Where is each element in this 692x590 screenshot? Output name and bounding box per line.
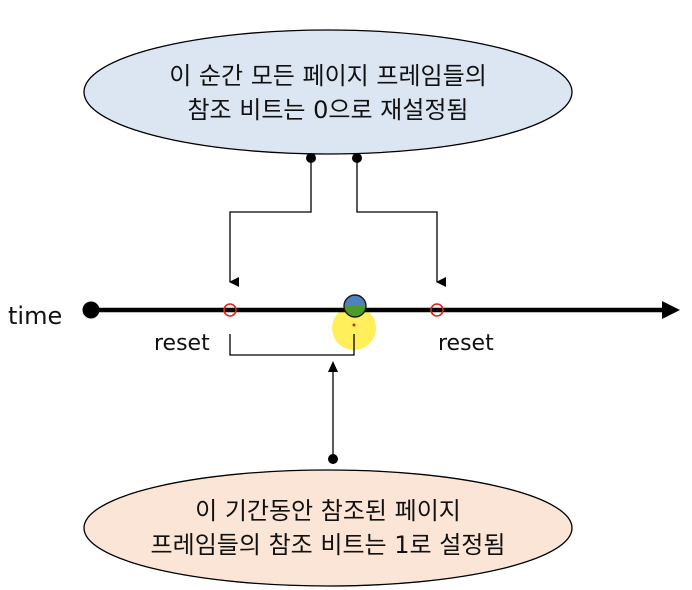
top-note-bubble	[83, 29, 573, 155]
top-note-line2: 참조 비트는 0으로 재설정됨	[187, 96, 469, 124]
bottom-connector-dot	[328, 454, 338, 464]
current-time-marker	[343, 294, 367, 318]
timeline-start-dot	[82, 301, 100, 319]
bottom-connector-arrowhead	[328, 361, 338, 372]
top-connectors	[229, 158, 446, 287]
reset-marker-left	[223, 303, 237, 317]
top-note-line1: 이 순간 모든 페이지 프레임들의	[169, 62, 487, 90]
bottom-note-line1: 이 기간동안 참조된 페이지	[195, 497, 461, 525]
connector-right	[356, 158, 446, 287]
connector-left-dot	[306, 153, 316, 163]
connector-left	[229, 158, 312, 287]
reset-label-left: reset	[154, 331, 210, 356]
interval-bracket	[229, 334, 355, 356]
bottom-note-line2: 프레임들의 참조 비트는 1로 설정됨	[150, 531, 506, 559]
highlight-center-dot	[352, 323, 356, 327]
current-time-highlight	[332, 306, 376, 350]
connector-right-dot	[352, 153, 362, 163]
bottom-note-text: 이 기간동안 참조된 페이지 프레임들의 참조 비트는 1로 설정됨	[108, 494, 548, 562]
top-note-text: 이 순간 모든 페이지 프레임들의 참조 비트는 0으로 재설정됨	[128, 59, 528, 127]
reset-marker-right	[430, 303, 444, 317]
bottom-note-bubble	[83, 469, 573, 587]
time-axis-label: time	[8, 302, 63, 330]
timeline-arrowhead	[662, 301, 680, 319]
reset-label-right: reset	[438, 331, 494, 356]
